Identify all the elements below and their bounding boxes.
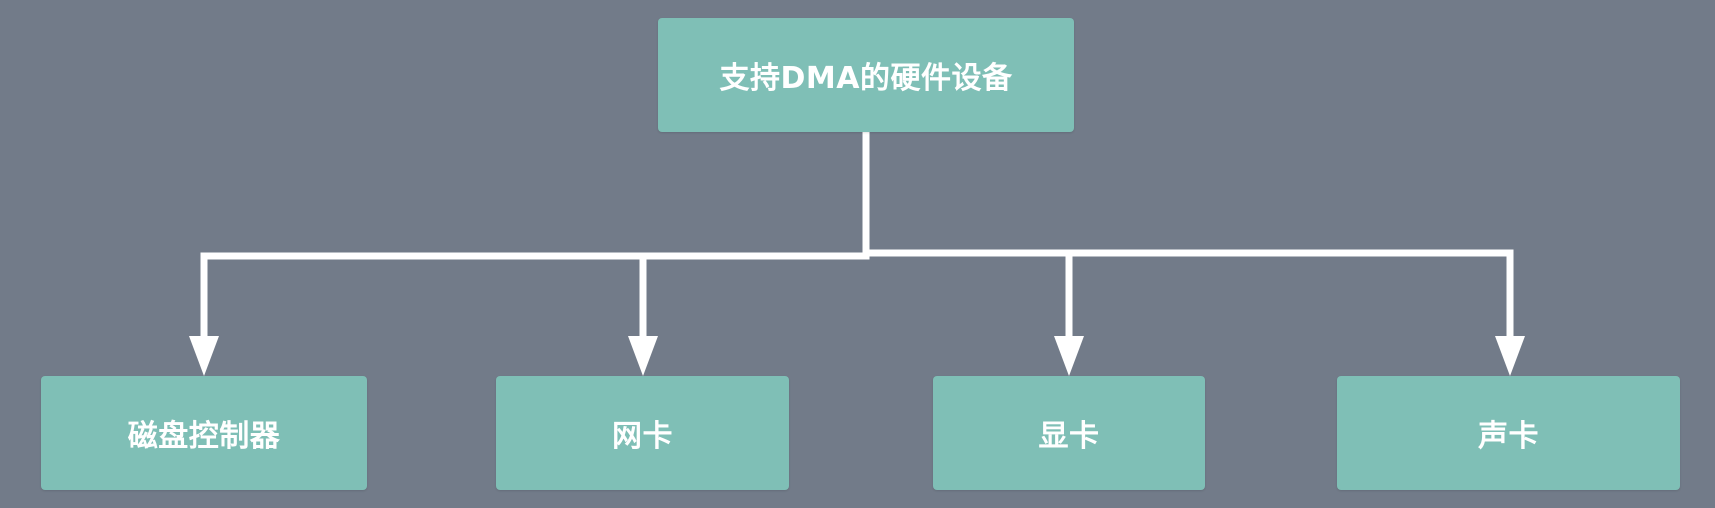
child-node-label: 网卡	[612, 419, 673, 454]
child-node-network-card: 网卡	[496, 376, 789, 490]
child-node-label: 磁盘控制器	[127, 419, 281, 454]
child-node-label: 声卡	[1478, 419, 1539, 454]
child-node-graphics-card: 显卡	[933, 376, 1205, 490]
child-node-label: 显卡	[1038, 419, 1100, 454]
arrowhead-disk	[189, 336, 219, 376]
child-node-sound-card: 声卡	[1337, 376, 1680, 490]
arrowhead-nic	[628, 336, 658, 376]
arrowhead-gpu	[1054, 336, 1084, 376]
arrowhead-sound	[1495, 336, 1525, 376]
child-node-disk-controller: 磁盘控制器	[41, 376, 367, 490]
root-node-label: 支持DMA的硬件设备	[719, 61, 1013, 96]
root-node: 支持DMA的硬件设备	[658, 18, 1074, 132]
